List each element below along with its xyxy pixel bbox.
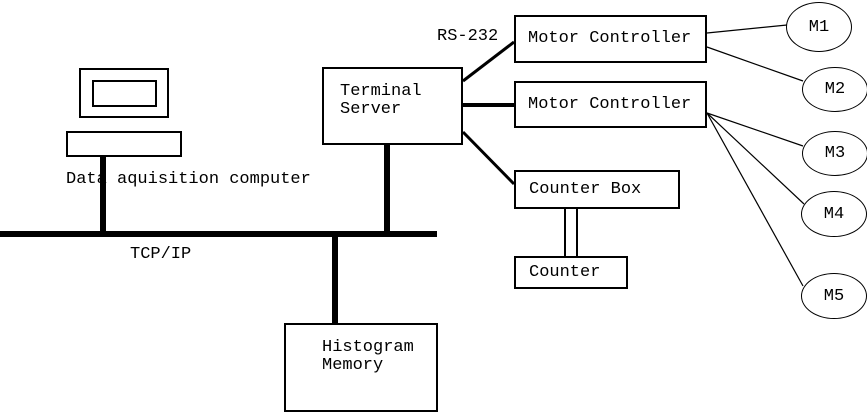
- rs232-link-to-motor-controller-top: [462, 40, 515, 83]
- wire-to-m3: [706, 112, 804, 147]
- histogram-memory-label-line1: Histogram: [322, 338, 414, 357]
- counter-label: Counter: [529, 262, 601, 282]
- wire-to-m2: [706, 46, 804, 82]
- motor-m1-label: M1: [808, 17, 830, 37]
- motor-controller-top-label: Motor Controller: [528, 29, 692, 48]
- wire-to-m1: [706, 24, 788, 34]
- motor-m5-label: M5: [823, 286, 845, 306]
- daq-computer-label: Data aquisition computer: [66, 170, 311, 189]
- computer-screen-icon: [92, 80, 157, 107]
- counter-box-label: Counter Box: [529, 179, 642, 199]
- computer-keyboard-icon: [66, 131, 182, 157]
- histogram-memory-node: Histogram Memory: [284, 323, 438, 412]
- motor-controller-bottom-label: Motor Controller: [528, 94, 692, 114]
- terminal-server-label-line1: Terminal: [340, 82, 422, 101]
- motor-m2-label: M2: [824, 80, 846, 99]
- histogram-memory-label-line2: Memory: [322, 356, 384, 375]
- motor-node-m2: M2: [802, 67, 867, 112]
- motor-controller-bottom-node: Motor Controller: [514, 81, 707, 128]
- terminal-server-label-line2: Server: [340, 100, 402, 119]
- counter-node: Counter: [514, 256, 628, 289]
- terminal-server-node: Terminal Server: [322, 67, 463, 145]
- tcpip-bus-label: TCP/IP: [130, 245, 192, 264]
- counter-box-node: Counter Box: [514, 170, 680, 209]
- link-to-counter-box: [461, 130, 516, 186]
- motor-m3-label: M3: [824, 144, 846, 163]
- motor-node-m1: M1: [786, 2, 852, 52]
- motor-node-m4: M4: [801, 191, 867, 237]
- rs232-link-label: RS-232: [437, 27, 499, 46]
- motor-node-m5: M5: [801, 273, 867, 319]
- motor-m4-label: M4: [823, 204, 845, 224]
- motor-controller-top-node: Motor Controller: [514, 15, 707, 63]
- motor-node-m3: M3: [802, 131, 867, 176]
- wire-to-m4: [706, 112, 805, 205]
- wire-to-m5: [706, 112, 804, 287]
